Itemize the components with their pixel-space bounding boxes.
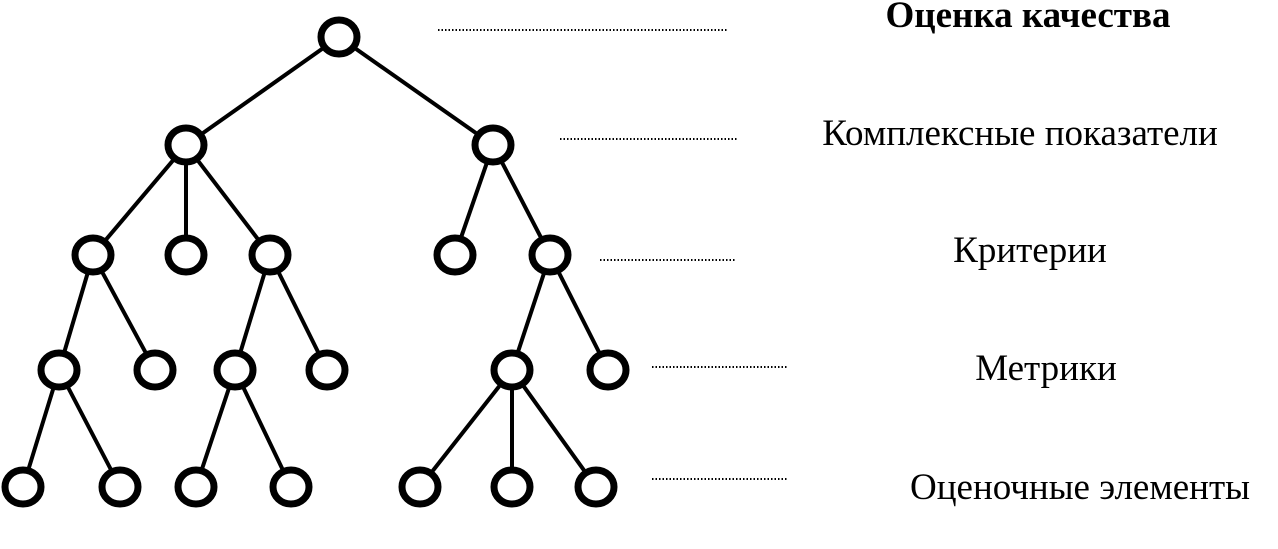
tree-node-level-4-0 — [1, 466, 45, 508]
tree-node-level-2-10 — [248, 234, 292, 276]
tree-node-level-2-5 — [164, 234, 208, 276]
tree-node-level-4-7 — [269, 466, 313, 508]
level-label-criteria: Критерии — [953, 230, 1107, 271]
level-label-evaluation-elements: Оценочные элементы — [910, 467, 1250, 508]
tree-node-level-2-12 — [433, 234, 477, 276]
tree-node-level-1-11 — [164, 124, 208, 166]
tree-edge-8 — [237, 269, 268, 356]
tree-node-level-3-16 — [490, 349, 534, 391]
tree-edge-11 — [275, 268, 322, 357]
tree-node-level-4-13 — [398, 466, 442, 508]
tree-node-level-2-18 — [528, 234, 572, 276]
tree-edge-4 — [64, 383, 115, 474]
tree-edge-15 — [515, 269, 547, 356]
tree-edge-2 — [61, 269, 91, 356]
level-leader-lines — [438, 29, 787, 480]
tree-node-level-1-19 — [471, 124, 515, 166]
level-labels: Оценка качества Комплексные показатели К… — [822, 0, 1250, 508]
tree-node-level-3-2 — [37, 349, 81, 391]
tree-edges — [26, 45, 603, 476]
tree-node-level-4-6 — [174, 466, 218, 508]
tree-edge-0 — [198, 45, 327, 137]
tree-edge-10 — [240, 383, 286, 474]
tree-edge-9 — [199, 384, 232, 473]
level-label-metrics: Метрики — [975, 348, 1117, 389]
level-label-quality-assessment: Оценка качества — [886, 0, 1171, 36]
tree-edge-14 — [498, 158, 545, 242]
tree-node-level-0-20 — [317, 16, 361, 58]
tree-edge-7 — [194, 156, 262, 244]
tree-edge-3 — [26, 384, 56, 473]
tree-node-level-4-15 — [574, 466, 618, 508]
tree-edge-19 — [555, 268, 603, 357]
tree-edge-13 — [458, 159, 490, 241]
tree-nodes — [1, 16, 630, 508]
tree-node-level-3-9 — [305, 349, 349, 391]
tree-edge-12 — [351, 45, 481, 137]
tree-node-level-4-14 — [490, 466, 534, 508]
tree-node-level-4-1 — [98, 466, 142, 508]
tree-edge-1 — [102, 156, 177, 244]
tree-node-level-2-4 — [71, 234, 115, 276]
tree-edge-5 — [99, 268, 149, 357]
tree-edge-18 — [520, 382, 588, 475]
level-label-complex-indicators: Комплексные показатели — [822, 113, 1218, 154]
tree-node-level-3-3 — [133, 349, 177, 391]
tree-node-level-3-17 — [586, 349, 630, 391]
tree-edge-16 — [428, 381, 504, 476]
tree-node-level-3-8 — [213, 349, 257, 391]
